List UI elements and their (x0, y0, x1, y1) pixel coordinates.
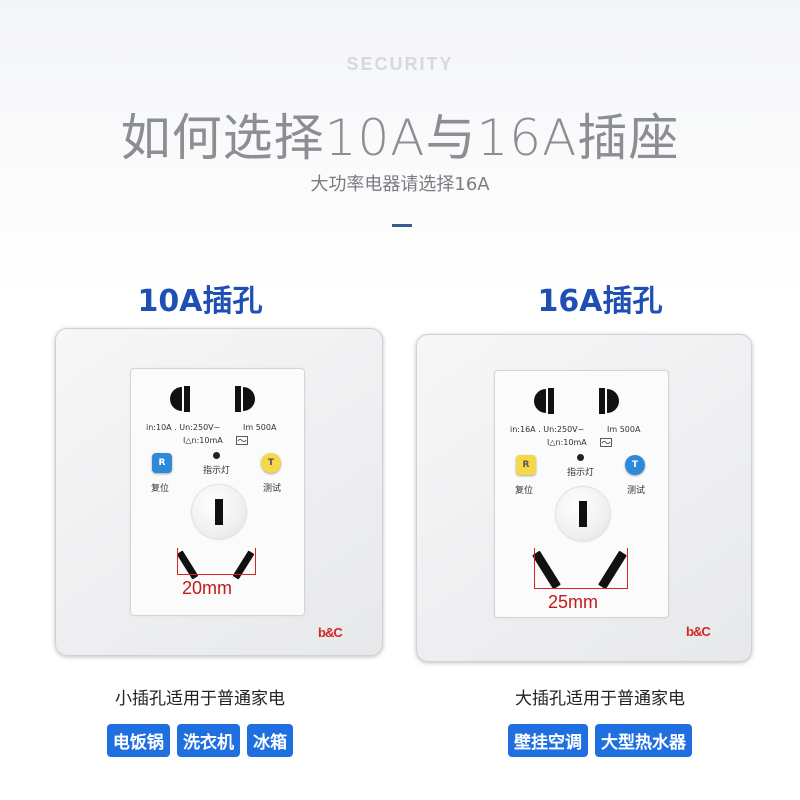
title-accent-bar (392, 224, 412, 227)
socket-module-16a: in:16A . Un:250V~ Im 500A I△n:10mA 指示灯 R… (494, 370, 669, 618)
indicator-led (577, 454, 584, 461)
caption-10a: 小插孔适用于普通家电 (115, 689, 285, 709)
test-label: 测试 (263, 484, 282, 494)
tag-wall-ac: 壁挂空调 (507, 724, 588, 757)
socket-plate-10a: in:10A . Un:250V~ Im 500A I△n:10mA 指示灯 R… (55, 328, 383, 656)
indicator-label: 指示灯 (567, 468, 595, 478)
test-button[interactable]: T (625, 455, 645, 475)
measurement-label: 25mm (548, 592, 599, 612)
tag-washing-machine: 洗衣机 (177, 724, 240, 757)
indicator-led (213, 452, 220, 459)
tag-water-heater: 大型热水器 (595, 724, 693, 757)
panel-heading-10a: 10A插孔 (137, 284, 263, 319)
header-security-text: SECURITY (346, 54, 454, 74)
spec-rating: in:16A . Un:250V~ (510, 425, 585, 434)
measure-bracket (534, 548, 628, 589)
measure-bracket (177, 548, 256, 575)
brand-logo: b&C (318, 625, 343, 640)
ac-symbol-icon (600, 438, 612, 447)
earth-hole (192, 485, 246, 539)
measurement-label: 20mm (182, 578, 233, 598)
spec-im: Im 500A (243, 423, 277, 432)
tag-fridge: 冰箱 (247, 724, 294, 757)
earth-slot-icon (215, 499, 223, 525)
caption-16a: 大插孔适用于普通家电 (515, 689, 685, 709)
earth-slot-icon (579, 501, 587, 527)
reset-button[interactable]: R (152, 453, 172, 473)
earth-hole (556, 487, 610, 541)
panel-10a: 10A插孔 in:10A . Un:250V~ Im 500A I△n:10mA… (0, 284, 400, 757)
socket-module-10a: in:10A . Un:250V~ Im 500A I△n:10mA 指示灯 R… (130, 368, 305, 616)
brand-logo: b&C (686, 624, 711, 639)
reset-label: 复位 (515, 486, 534, 496)
appliance-tags-16a: 壁挂空调 大型热水器 (400, 724, 800, 757)
panel-16a: 16A插孔 in:16A . Un:250V~ Im 500A I△n:10mA… (400, 0, 800, 800)
header-background (0, 0, 800, 300)
two-pin-outlet-icon (534, 388, 619, 414)
test-button[interactable]: T (261, 453, 281, 473)
reset-button[interactable]: R (516, 455, 536, 475)
page-title: 如何选择10A与16A插座 (120, 109, 680, 167)
ac-symbol-icon (236, 436, 248, 445)
two-pin-outlet-icon (170, 386, 255, 412)
spec-leakage: I△n:10mA (183, 436, 223, 445)
spec-im: Im 500A (607, 425, 641, 434)
socket-plate-16a: in:16A . Un:250V~ Im 500A I△n:10mA 指示灯 R… (416, 334, 752, 662)
spec-rating: in:10A . Un:250V~ (146, 423, 221, 432)
page-subtitle: 大功率电器请选择16A (310, 174, 490, 195)
panel-heading-16a: 16A插孔 (537, 284, 663, 319)
reset-label: 复位 (151, 484, 170, 494)
appliance-tags-10a: 电饭锅 洗衣机 冰箱 (0, 724, 400, 757)
tag-rice-cooker: 电饭锅 (106, 724, 170, 757)
spec-leakage: I△n:10mA (547, 438, 587, 447)
indicator-label: 指示灯 (203, 466, 231, 476)
test-label: 测试 (627, 486, 646, 496)
